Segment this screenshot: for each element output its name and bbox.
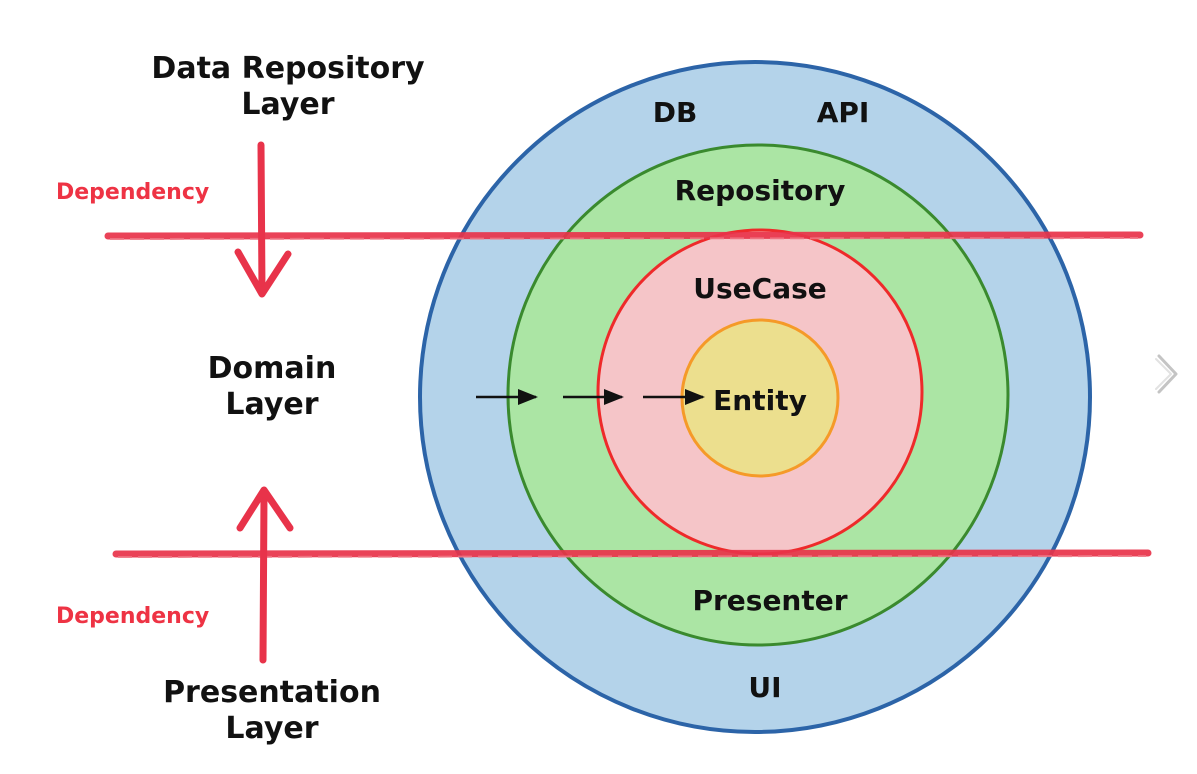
- upper-boundary-line: [104, 231, 1144, 240]
- svg-text:Data Repository: Data Repository: [151, 51, 425, 86]
- entity-label: Entity: [713, 384, 807, 417]
- lower-boundary-line-texture: [117, 555, 1147, 558]
- data-repository-layer-label: Data Repository Layer: [151, 51, 425, 122]
- db-label: DB: [653, 96, 698, 129]
- svg-text:Domain: Domain: [208, 351, 337, 386]
- repository-label: Repository: [675, 174, 846, 207]
- presenter-label: Presenter: [692, 584, 847, 617]
- domain-layer-label: Domain Layer: [208, 351, 337, 422]
- architecture-rings: [418, 60, 1092, 734]
- upper-boundary-line-texture: [109, 237, 1139, 240]
- usecase-label: UseCase: [693, 272, 827, 305]
- presentation-layer-label: Presentation Layer: [163, 675, 381, 746]
- svg-text:Layer: Layer: [241, 87, 334, 122]
- dependency-arrow-down: [234, 141, 292, 298]
- dependency-label-top: Dependency: [56, 180, 209, 205]
- svg-text:Layer: Layer: [225, 387, 318, 422]
- svg-text:Presentation: Presentation: [163, 675, 381, 710]
- lower-boundary-line: [112, 549, 1152, 558]
- svg-text:Layer: Layer: [225, 711, 318, 746]
- chevron-right-icon[interactable]: [1150, 350, 1184, 398]
- dependency-label-bottom: Dependency: [56, 604, 209, 629]
- api-label: API: [817, 96, 870, 129]
- dependency-arrow-up: [236, 486, 294, 664]
- layer-boundaries: [104, 231, 1152, 558]
- ui-label: UI: [748, 671, 781, 704]
